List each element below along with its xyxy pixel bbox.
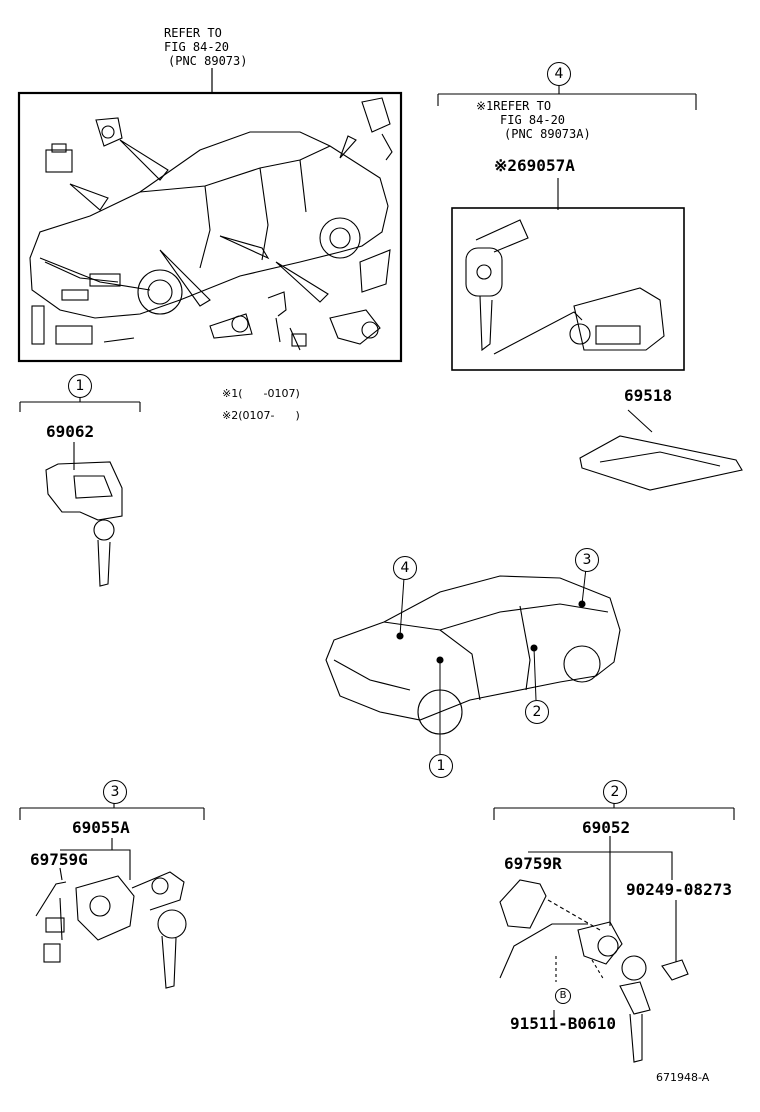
part-69518: 69518 bbox=[624, 386, 673, 405]
part-69055A: 69055A bbox=[72, 818, 130, 837]
overview-frame bbox=[17, 91, 403, 363]
car-callout-3: 3 bbox=[575, 548, 599, 572]
group3-callout: 3 bbox=[103, 780, 127, 804]
car-callout-4: 4 bbox=[393, 556, 417, 580]
group4-ref-line2: FIG 84-20 bbox=[500, 113, 566, 127]
part-69062: 69062 bbox=[46, 422, 95, 441]
group2-door-lock bbox=[499, 879, 689, 1063]
part-69759R: 69759R bbox=[504, 854, 562, 873]
group3-trunk-lock bbox=[35, 871, 187, 989]
top-ref-line3: (PNC 89073) bbox=[168, 54, 248, 68]
overview-car bbox=[29, 131, 389, 319]
group2-callout: 2 bbox=[603, 780, 627, 804]
group4-ref-line1: ※1REFER TO bbox=[476, 99, 552, 113]
part-90249-08273: 90249-08273 bbox=[626, 880, 732, 899]
group4-bracket bbox=[437, 84, 697, 371]
group1-handle-lock bbox=[45, 461, 123, 587]
group1-callout: 1 bbox=[68, 374, 92, 398]
group2-bracket bbox=[493, 800, 735, 1018]
center-car bbox=[325, 575, 621, 735]
note-2: ※2(0107- ) bbox=[222, 409, 300, 422]
part-69057A: ※269057A bbox=[494, 156, 575, 175]
note-1: ※1( -0107) bbox=[222, 387, 300, 400]
part-91511-B0610: 91511-B0610 bbox=[510, 1014, 616, 1033]
group4-ref-line3: (PNC 89073A) bbox=[504, 127, 591, 141]
center-car-leaders bbox=[399, 567, 587, 754]
group4-key-and-cylinder bbox=[465, 219, 665, 355]
top-ref-line1: REFER TO bbox=[164, 26, 222, 40]
marker-b: B bbox=[555, 988, 571, 1004]
plate-69518 bbox=[579, 435, 743, 491]
top-ref-line2: FIG 84-20 bbox=[164, 40, 230, 54]
part-69759G: 69759G bbox=[30, 850, 88, 869]
group4-callout: 4 bbox=[547, 62, 571, 86]
overview-components bbox=[31, 97, 393, 351]
figure-code: 671948-A bbox=[656, 1071, 710, 1084]
group1-bracket bbox=[19, 396, 141, 470]
car-callout-2: 2 bbox=[525, 700, 549, 724]
part-69052: 69052 bbox=[582, 818, 631, 837]
car-callout-1: 1 bbox=[429, 754, 453, 778]
